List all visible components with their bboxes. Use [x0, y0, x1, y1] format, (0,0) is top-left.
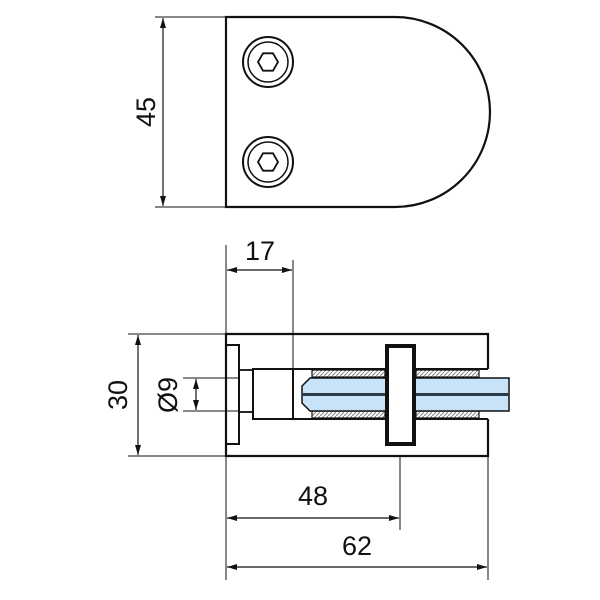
dimension-label-45: 45 [131, 97, 161, 127]
top-view: 45 [131, 15, 492, 209]
gasket [415, 410, 480, 419]
hex-socket-icon [256, 52, 280, 72]
dimension-diameter-9: Ø9 [153, 377, 239, 413]
gasket [311, 369, 386, 378]
dimension-label-62: 62 [342, 531, 372, 561]
dimension-62: 62 [225, 456, 489, 580]
bolt-upper [242, 36, 294, 88]
dimension-label-48: 48 [298, 481, 328, 511]
bolt-shank [238, 369, 254, 413]
dimension-label-30: 30 [103, 380, 133, 410]
inner-block [252, 368, 294, 420]
dimension-label-17: 17 [245, 236, 275, 266]
gasket [311, 410, 386, 419]
clamp-bar [385, 344, 416, 446]
dimension-label-diameter: Ø9 [153, 377, 183, 413]
dimension-17: 17 [225, 236, 294, 369]
dimension-30: 30 [103, 333, 226, 457]
gasket [415, 369, 480, 378]
side-view: 30 Ø9 17 48 62 [103, 236, 510, 580]
bolt-head [225, 344, 240, 445]
dimension-48: 48 [227, 456, 401, 530]
bolt-lower [242, 136, 294, 188]
hex-socket-icon [256, 152, 280, 172]
dimension-45: 45 [131, 16, 226, 208]
clamp-outline-top [224, 15, 492, 209]
